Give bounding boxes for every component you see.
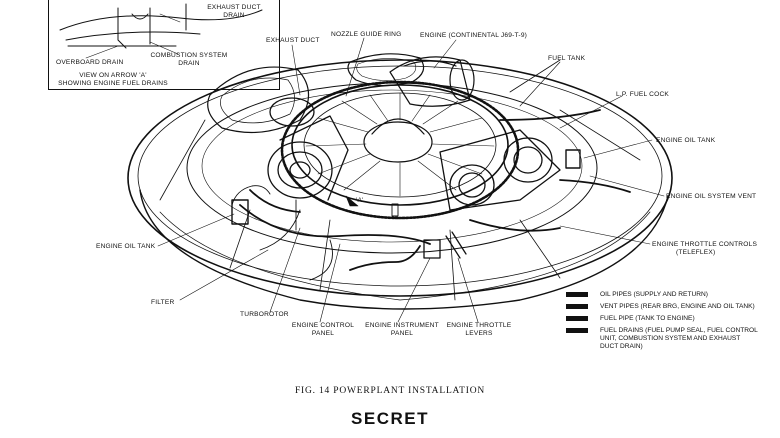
label-engine-throttle-levers: ENGINE THROTTLE LEVERS [446, 322, 512, 337]
engine-right [439, 129, 561, 211]
inset-overboard-drain-label: OVERBOARD DRAIN [56, 59, 124, 66]
legend-label: FUEL DRAINS (FUEL PUMP SEAL, FUEL CONTRO… [600, 327, 758, 350]
label-engine-oil-system-vent: ENGINE OIL SYSTEM VENT [666, 193, 757, 200]
label-lp-fuel-cock: L.P. FUEL COCK [616, 91, 670, 98]
engine-upper [389, 56, 475, 107]
label-engine-instrument-panel: ENGINE INSTRUMENT PANEL [365, 322, 439, 337]
pipe-runs [239, 109, 631, 271]
legend-swatch [566, 292, 588, 297]
label-filter: FILTER [151, 299, 175, 306]
engine-oil-tank-left [231, 199, 249, 225]
cockpit-hatch [207, 66, 310, 134]
leader-lines [85, 13, 665, 323]
lower-shell [139, 189, 669, 310]
arrow-a [345, 195, 359, 207]
label-turborotor: TURBOROTOR [240, 311, 289, 318]
inset-frame [48, 0, 280, 90]
legend-swatch [566, 304, 588, 309]
inset-view-title: VIEW ON ARROW 'A' SHOWING ENGINE FUEL DR… [58, 72, 168, 87]
inset-drawing [59, 3, 263, 49]
outer-rim [127, 59, 673, 297]
label-engine-oil-tank-left: ENGINE OIL TANK [96, 243, 156, 250]
fan-blades [305, 92, 495, 197]
inset-exhaust-duct-drain-label: EXHAUST DUCT DRAIN [207, 4, 261, 19]
inset-combustion-drain-label: COMBUSTION SYSTEM DRAIN [150, 52, 228, 67]
nozzle-guide-ring [280, 80, 520, 220]
engine-oil-tank-right [565, 149, 581, 169]
label-engine-throttle-controls: ENGINE THROTTLE CONTROLS (TELEFLEX) [652, 241, 758, 256]
legend-label: FUEL PIPE (TANK TO ENGINE) [600, 315, 695, 322]
legend-swatch [566, 316, 588, 321]
label-engine-control-panel: ENGINE CONTROL PANEL [291, 322, 355, 337]
turborotor-hub [363, 121, 433, 163]
legend-swatch [566, 328, 588, 333]
legend-label: OIL PIPES (SUPPLY AND RETURN) [600, 291, 708, 298]
label-engine-oil-tank-right: ENGINE OIL TANK [656, 137, 716, 144]
turborotor-outer [291, 84, 509, 206]
label-fuel-tank: FUEL TANK [548, 55, 586, 62]
label-arrow-a: 'A' [356, 197, 364, 204]
figure-caption: FIG. 14 POWERPLANT INSTALLATION [294, 386, 486, 396]
classification-marking: SECRET [351, 409, 429, 428]
legend-label: VENT PIPES (REAR BRG, ENGINE AND OIL TAN… [600, 303, 755, 310]
throttle-levers [423, 231, 467, 259]
engine-left [267, 97, 349, 201]
label-nozzle-guide-ring: NOZZLE GUIDE RING [331, 31, 402, 38]
label-engine: ENGINE (CONTINENTAL J69-T-9) [420, 32, 528, 39]
label-exhaust-duct: EXHAUST DUCT [266, 37, 320, 44]
